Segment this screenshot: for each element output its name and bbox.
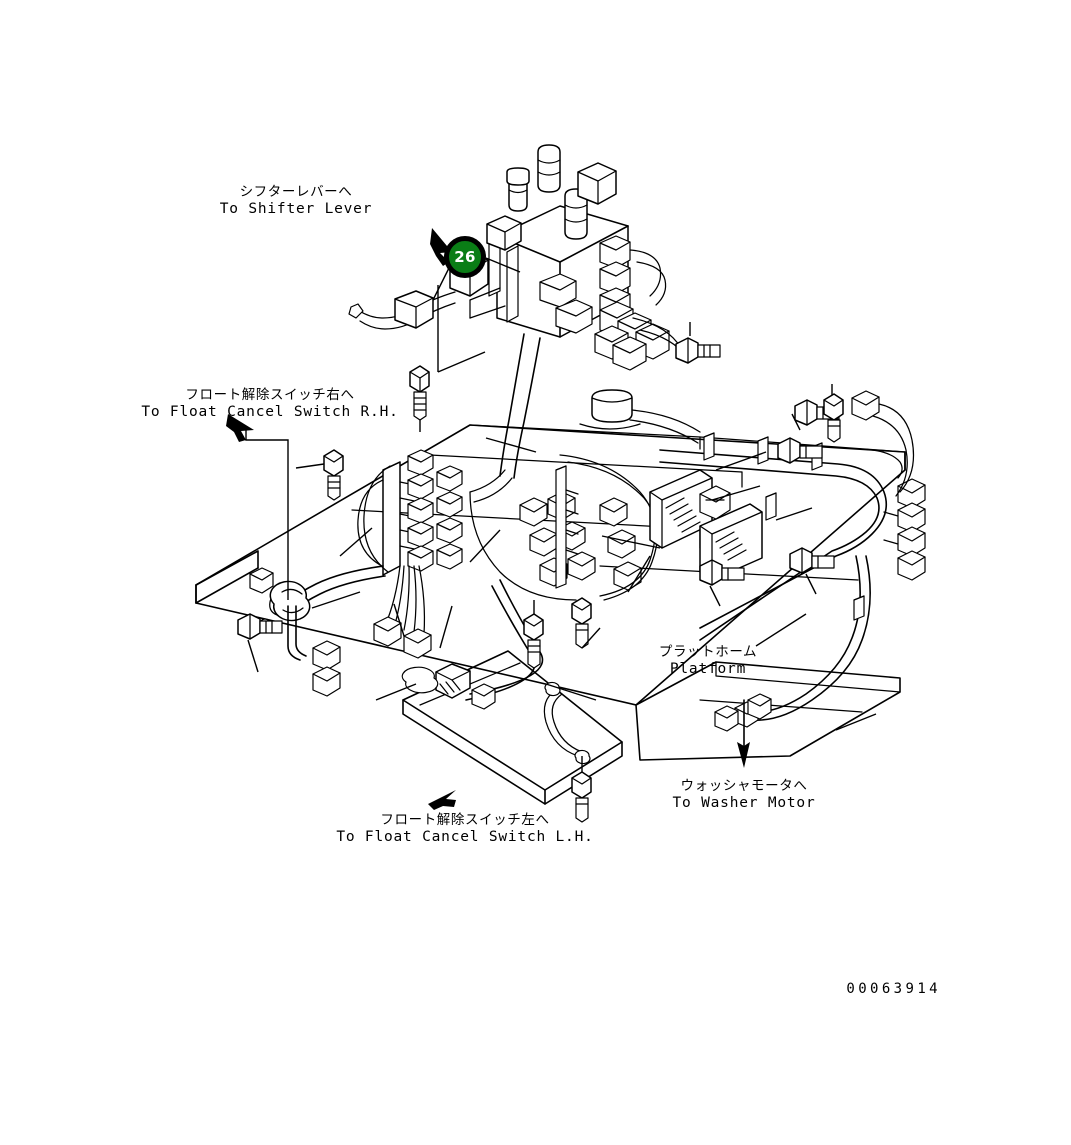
callout-float-cancel-switch-lh: フロート解除スイッチ左へ To Float Cancel Switch L.H. — [336, 812, 594, 846]
bolt — [823, 393, 844, 443]
center-harness-cluster — [469, 333, 701, 601]
part-index-badge-26[interactable]: 26 — [444, 236, 486, 278]
callout-washer-motor: ウォッシャモータへ To Washer Motor — [672, 778, 816, 812]
callout-float-cancel-switch-rh-jp: フロート解除スイッチ右へ — [185, 387, 355, 403]
callout-washer-motor-jp: ウォッシャモータへ — [680, 778, 808, 794]
fuse-bank — [594, 301, 670, 371]
left-grommet-assembly — [249, 565, 386, 697]
washer-motor-cable — [714, 555, 871, 732]
arrowheads — [226, 228, 750, 810]
bolt — [777, 413, 823, 464]
callout-float-cancel-switch-rh: フロート解除スイッチ右へ To Float Cancel Switch R.H. — [141, 387, 399, 421]
callout-platform-jp: プラットホーム — [658, 644, 758, 660]
bolt — [409, 365, 430, 432]
relay-cylinders — [486, 144, 617, 251]
callout-float-cancel-switch-rh-en: To Float Cancel Switch R.H. — [141, 403, 399, 420]
bolt — [295, 449, 344, 501]
callout-platform-en: Platform — [669, 660, 747, 677]
callout-float-cancel-switch-lh-jp: フロート解除スイッチ左へ — [380, 812, 550, 828]
box-connector-column — [599, 235, 631, 321]
bolt — [675, 322, 721, 364]
bolt — [571, 597, 601, 649]
callout-platform: プラットホーム Platform — [658, 644, 758, 678]
bolt — [523, 600, 544, 669]
callout-shifter-lever-jp: シフターレバーへ — [239, 184, 353, 200]
lower-center-loop-cable — [543, 681, 591, 765]
bolt — [789, 547, 835, 595]
box-terminal-face — [539, 273, 593, 334]
callout-shifter-lever-en: To Shifter Lever — [219, 200, 373, 217]
leader-lines — [245, 428, 877, 731]
callout-shifter-lever: シフターレバーへ To Shifter Lever — [219, 184, 373, 218]
step-plate-right — [635, 661, 901, 761]
bolt — [237, 613, 283, 673]
bolt — [699, 559, 745, 607]
callout-float-cancel-switch-lh-en: To Float Cancel Switch L.H. — [336, 828, 594, 845]
bolts — [237, 322, 844, 823]
callout-washer-motor-en: To Washer Motor — [672, 794, 816, 811]
part-index-badge-26-label: 26 — [454, 247, 476, 266]
bolt — [571, 756, 592, 823]
drawing-number: 00063914 — [846, 981, 941, 997]
right-connector-stack — [883, 478, 926, 581]
fuse-relay-box-assembly — [469, 144, 688, 371]
left-connector-rack — [357, 449, 463, 659]
